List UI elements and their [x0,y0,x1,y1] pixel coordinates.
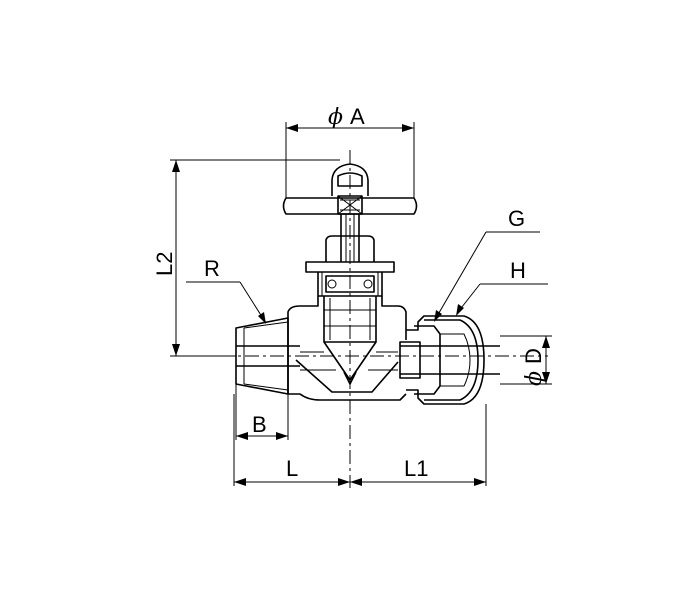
dimension-phi-a [285,122,415,198]
dimension-b [235,384,289,440]
right-fitting [399,315,500,405]
dimension-l-l1 [233,394,487,486]
handle [282,163,418,215]
valve-body [287,296,407,401]
leader-g [434,231,540,322]
label-h: H [510,258,526,283]
stem [340,214,360,262]
dimension-l2 [170,159,340,357]
dimension-phi-d [500,335,552,385]
leader-r [186,281,266,324]
leader-h [456,283,548,316]
dimension-label-phi-d: D [521,348,546,364]
dimension-label-l: L [286,456,298,481]
dimension-label-phi-a: A [350,104,365,129]
dimension-label-b: B [252,412,267,437]
phi-a-symbol: ϕ [328,105,343,130]
dimension-label-l1: L1 [404,456,428,481]
label-g: G [508,206,525,231]
phi-d-symbol: ϕ [522,371,547,386]
dimension-label-l2: L2 [152,252,177,276]
label-r: R [204,256,220,281]
